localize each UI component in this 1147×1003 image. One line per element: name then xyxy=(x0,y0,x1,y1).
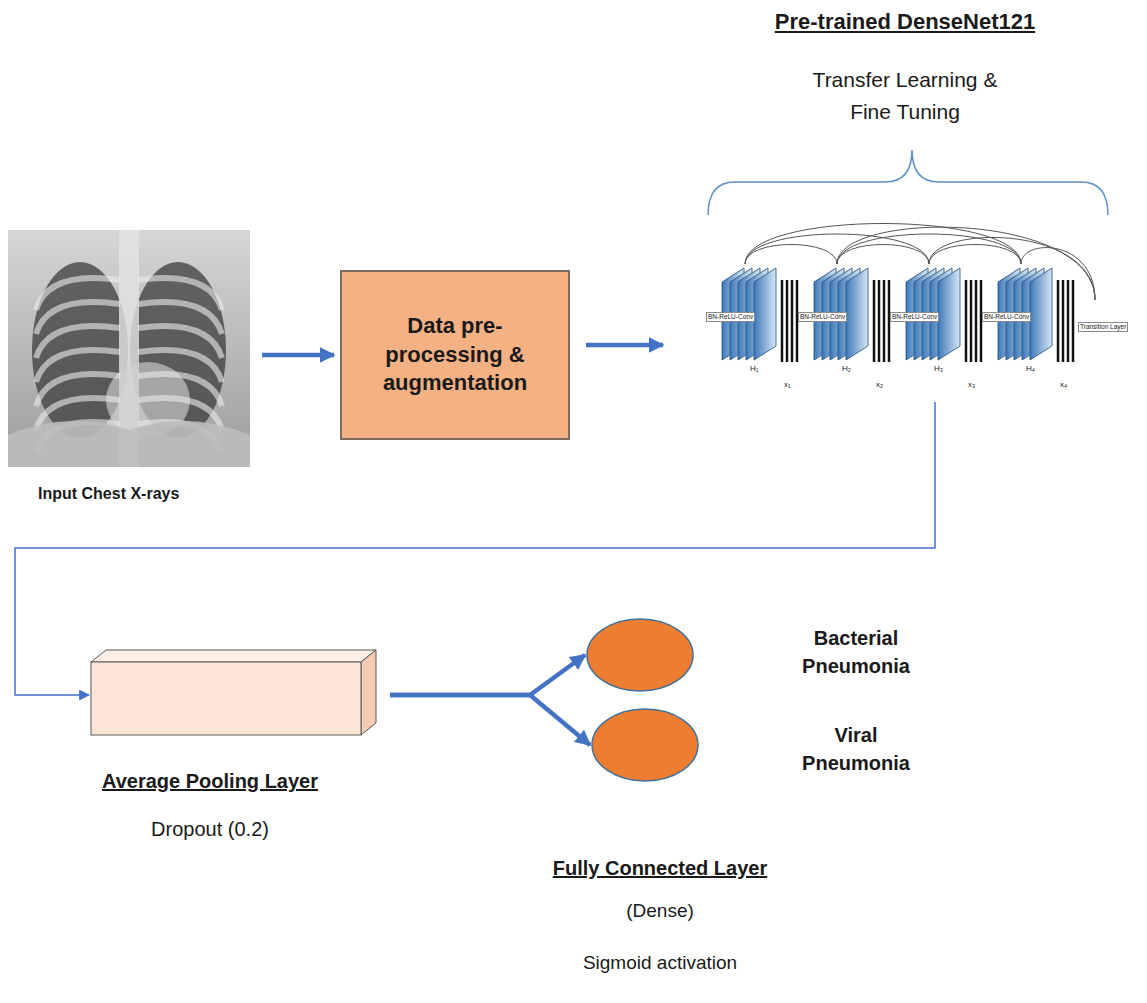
layer-symbol: H₂ xyxy=(842,364,851,374)
output-node: Bacterial Pneumonia xyxy=(585,610,920,700)
layer-title: Fully Connected Layer xyxy=(520,856,800,880)
illustration-part xyxy=(8,421,250,467)
layer-symbol: H₃ xyxy=(934,364,943,374)
pooling-layer: Average Pooling LayerDropout (0.2) xyxy=(90,648,390,848)
image-caption: Input Chest X-rays xyxy=(38,484,248,505)
xray-image xyxy=(8,230,250,467)
output-circle xyxy=(587,619,693,691)
output-circle xyxy=(590,700,702,790)
layer-tag: BN-ReLU-Conv xyxy=(890,312,939,322)
box-face xyxy=(361,650,376,735)
dense-blocks xyxy=(722,268,1073,362)
process-box: Data pre-processing & augmentation xyxy=(340,270,570,440)
class-label: Viral Pneumonia xyxy=(790,721,922,777)
layer-tag: Transition Layer xyxy=(1078,322,1128,332)
layer-note: (Dense) xyxy=(520,900,800,923)
class-label: Bacterial Pneumonia xyxy=(790,624,922,680)
flow-arrow xyxy=(15,402,935,695)
flow-arrow xyxy=(586,343,663,348)
layer-symbol: H₄ xyxy=(1026,364,1035,374)
layer-tag: BN-ReLU-Conv xyxy=(982,312,1031,322)
flow-arrow xyxy=(390,695,590,745)
model-title: Pre-trained DenseNet121 xyxy=(665,8,1145,37)
feature-symbol: x₄ xyxy=(1060,380,1067,390)
process-label: Data pre-processing & augmentation xyxy=(360,312,550,398)
feature-symbol: x₂ xyxy=(876,380,883,390)
feature-symbol: x₃ xyxy=(968,380,975,390)
output-node: Viral Pneumonia xyxy=(590,700,920,790)
layer-tag: BN-ReLU-Conv xyxy=(798,312,847,322)
layer-note: Dropout (0.2) xyxy=(90,816,330,842)
layer-symbol: H₁ xyxy=(750,364,758,374)
flow-arrow xyxy=(262,353,334,358)
illustration-part xyxy=(8,230,250,467)
brace xyxy=(708,150,1108,215)
box-face xyxy=(91,662,361,735)
flow-arrow xyxy=(390,655,585,695)
feature-symbol: x₁ xyxy=(784,380,791,390)
layer-title: Average Pooling Layer xyxy=(90,768,330,794)
box-face xyxy=(91,650,376,662)
model-subtitle: Transfer Learning & Fine Tuning xyxy=(797,64,1013,128)
layer-tag: BN-ReLU-Conv xyxy=(706,312,755,322)
output-circle xyxy=(585,610,697,700)
pooling-box xyxy=(90,648,390,748)
layer-note: Sigmoid activation xyxy=(520,952,800,975)
input-image: Input Chest X-rays xyxy=(8,230,258,515)
output-circle xyxy=(592,709,698,781)
model-block: Pre-trained DenseNet121Transfer Learning… xyxy=(665,0,1145,400)
